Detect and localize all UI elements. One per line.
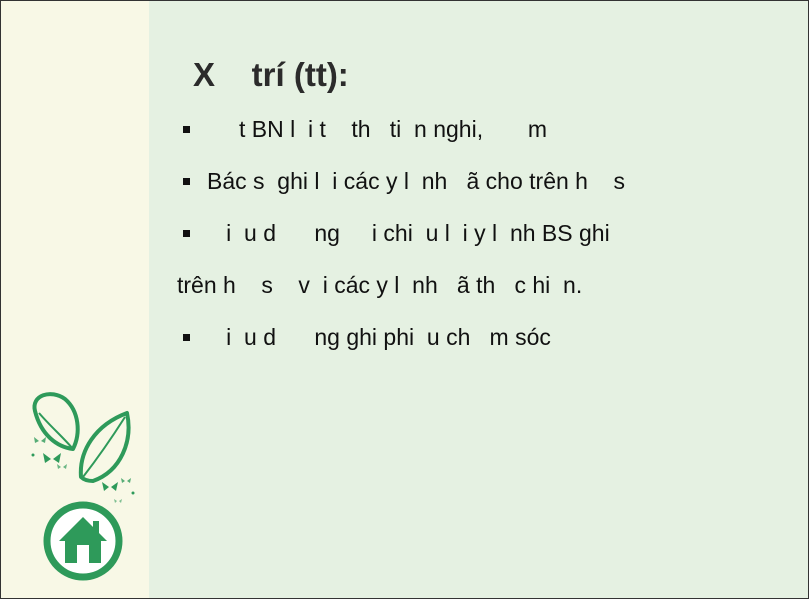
- logo: [31, 392, 135, 581]
- bullet-marker: [183, 125, 190, 133]
- slide-title: X trí (tt):: [193, 56, 349, 93]
- butterfly-icon: [31, 427, 135, 503]
- bullet-text: i u d ng i chi u l i y l nh BS ghi: [207, 220, 610, 246]
- house-icon: [43, 501, 123, 581]
- bullet-line-2: Bác s ghi l i các y l nh ã cho trên h s: [177, 155, 798, 207]
- bullet-line-3: i u d ng i chi u l i y l nh BS ghi: [177, 207, 798, 259]
- left-strip: [1, 1, 149, 598]
- continuation-line: trên h s v i các y l nh ã th c hi n.: [177, 259, 798, 311]
- bullet-line-4: i u d ng ghi phi u ch m sóc: [177, 311, 798, 363]
- bullet-text: t BN l i t th ti n nghi, m: [207, 116, 547, 142]
- leaf-icon: [78, 411, 131, 483]
- slide-content: X trí (tt): t BN l i t th ti n nghi, m B…: [177, 47, 798, 363]
- bullet-marker: [183, 229, 190, 237]
- bullet-line-1: t BN l i t th ti n nghi, m: [177, 103, 798, 155]
- bullet-marker: [183, 177, 190, 185]
- bullet-text: trên h s v i các y l nh ã th c hi n.: [177, 272, 583, 298]
- bullet-marker: [183, 333, 190, 341]
- leaf-icon: [32, 392, 80, 451]
- bullet-text: Bác s ghi l i các y l nh ã cho trên h s: [207, 168, 626, 194]
- bullet-text: i u d ng ghi phi u ch m sóc: [207, 324, 551, 350]
